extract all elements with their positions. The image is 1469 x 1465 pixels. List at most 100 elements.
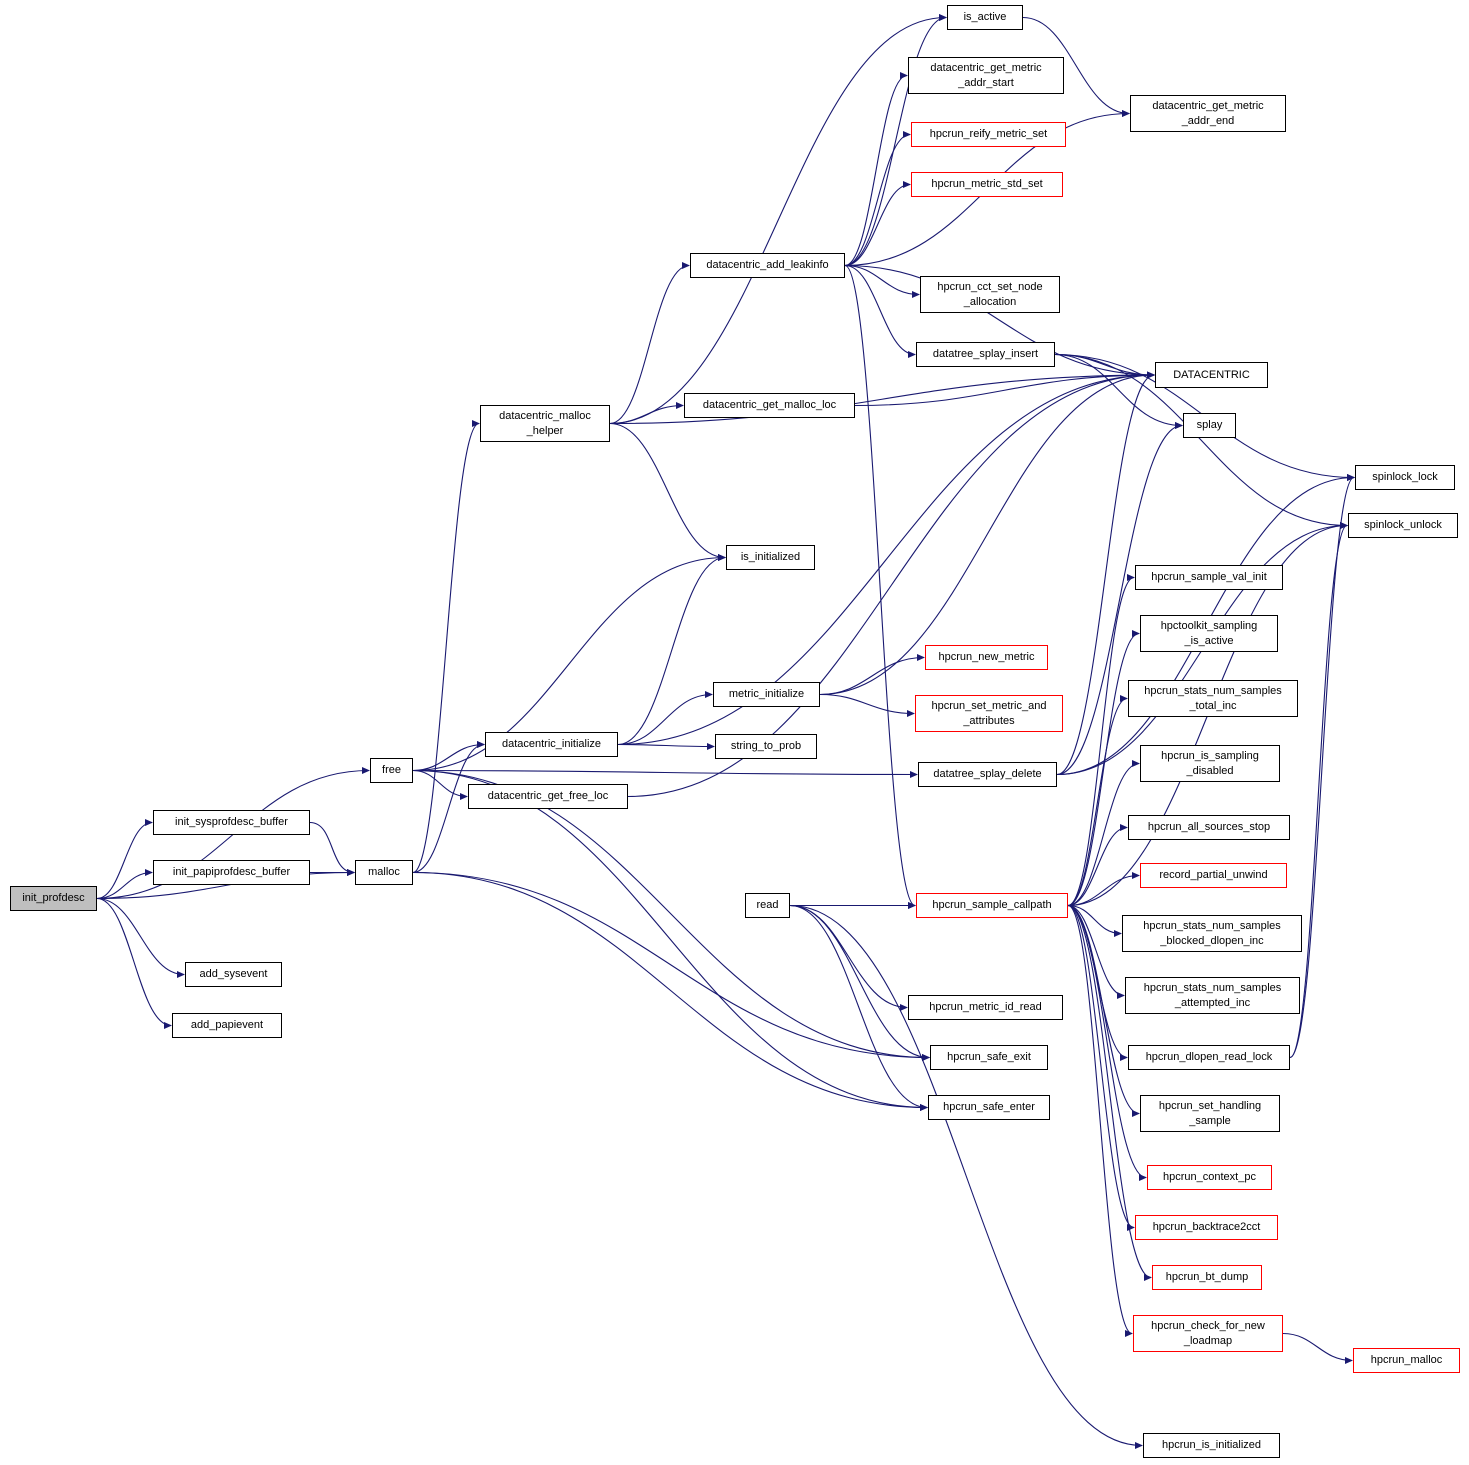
node-datacentric_get_metric_addr_start[interactable]: datacentric_get_metric _addr_start bbox=[908, 57, 1064, 94]
edge-read-hpcrun_is_initialized bbox=[789, 904, 1143, 1449]
node-datacentric_add_leakinfo[interactable]: datacentric_add_leakinfo bbox=[690, 253, 845, 278]
edge-datacentric_get_free_loc-DATACENTRIC bbox=[627, 371, 1155, 798]
edge-read-hpcrun_safe_exit bbox=[789, 904, 930, 1061]
edge-hpcrun_sample_callpath-hpcrun_check_for_new_loadmap bbox=[1067, 904, 1133, 1337]
edge-metric_initialize-DATACENTRIC bbox=[819, 371, 1155, 696]
edge-init_profdesc-add_sysevent bbox=[96, 897, 185, 978]
node-hpcrun_safe_exit[interactable]: hpcrun_safe_exit bbox=[930, 1045, 1048, 1070]
edge-malloc-datacentric_initialize bbox=[412, 741, 485, 874]
node-hpcrun_all_sources_stop[interactable]: hpcrun_all_sources_stop bbox=[1128, 815, 1290, 840]
node-hpcrun_set_handling_sample[interactable]: hpcrun_set_handling _sample bbox=[1140, 1095, 1280, 1132]
edge-datacentric_malloc_helper-is_active bbox=[609, 14, 947, 425]
node-add_papievent[interactable]: add_papievent bbox=[172, 1013, 282, 1038]
edge-init_sysprofdesc_buffer-malloc bbox=[309, 821, 355, 876]
node-init_profdesc[interactable]: init_profdesc bbox=[10, 886, 97, 911]
node-malloc[interactable]: malloc bbox=[355, 860, 413, 885]
edge-hpcrun_sample_callpath-hpcrun_backtrace2cct bbox=[1067, 904, 1135, 1231]
node-hpcrun_reify_metric_set[interactable]: hpcrun_reify_metric_set bbox=[911, 122, 1066, 147]
edge-datacentric_add_leakinfo-is_active bbox=[844, 14, 947, 267]
node-hpcrun_safe_enter[interactable]: hpcrun_safe_enter bbox=[928, 1095, 1050, 1120]
node-free[interactable]: free bbox=[370, 758, 413, 783]
edge-hpcrun_sample_callpath-hpcrun_sample_val_init bbox=[1067, 574, 1135, 907]
node-hpcrun_cct_set_node_allocation[interactable]: hpcrun_cct_set_node _allocation bbox=[920, 276, 1060, 313]
edges-group bbox=[96, 14, 1355, 1449]
edge-hpcrun_sample_callpath-hpcrun_is_sampling_disabled bbox=[1067, 760, 1140, 907]
edge-datacentric_add_leakinfo-datacentric_get_metric_addr_start bbox=[844, 72, 908, 267]
node-hpcrun_bt_dump[interactable]: hpcrun_bt_dump bbox=[1152, 1265, 1262, 1290]
edge-init_profdesc-add_papievent bbox=[96, 897, 172, 1029]
edge-datacentric_initialize-metric_initialize bbox=[617, 691, 713, 746]
node-hpcrun_stats_num_samples_attempted_inc[interactable]: hpcrun_stats_num_samples _attempted_inc bbox=[1125, 977, 1300, 1014]
node-hpctoolkit_sampling_is_active[interactable]: hpctoolkit_sampling _is_active bbox=[1140, 615, 1278, 652]
node-spinlock_lock[interactable]: spinlock_lock bbox=[1355, 465, 1455, 490]
node-splay[interactable]: splay bbox=[1183, 413, 1236, 438]
edge-datatree_splay_insert-spinlock_unlock bbox=[1054, 353, 1348, 529]
edge-datatree_splay_insert-DATACENTRIC bbox=[1054, 353, 1155, 379]
edge-free-datatree_splay_delete bbox=[412, 769, 918, 778]
edge-datacentric_add_leakinfo-datatree_splay_insert bbox=[844, 264, 916, 358]
edge-datacentric_malloc_helper-DATACENTRIC bbox=[609, 371, 1155, 425]
node-hpcrun_sample_val_init[interactable]: hpcrun_sample_val_init bbox=[1135, 565, 1283, 590]
edge-hpcrun_check_for_new_loadmap-hpcrun_malloc bbox=[1282, 1332, 1353, 1364]
edge-malloc-hpcrun_safe_exit bbox=[412, 871, 930, 1061]
node-datacentric_get_metric_addr_end[interactable]: datacentric_get_metric _addr_end bbox=[1130, 95, 1286, 132]
edge-init_profdesc-malloc bbox=[96, 869, 355, 900]
edge-hpcrun_dlopen_read_lock-spinlock_unlock bbox=[1289, 522, 1348, 1059]
edge-hpcrun_sample_callpath-hpcrun_all_sources_stop bbox=[1067, 824, 1128, 907]
node-hpcrun_malloc[interactable]: hpcrun_malloc bbox=[1353, 1348, 1460, 1373]
edge-datacentric_add_leakinfo-hpcrun_cct_set_node_allocation bbox=[844, 264, 920, 298]
edge-datacentric_malloc_helper-datacentric_add_leakinfo bbox=[609, 262, 690, 425]
node-hpcrun_stats_num_samples_blocked_dlopen_inc[interactable]: hpcrun_stats_num_samples _blocked_dlopen… bbox=[1122, 915, 1302, 952]
edge-datacentric_malloc_helper-is_initialized bbox=[609, 422, 726, 561]
edge-datacentric_add_leakinfo-hpcrun_sample_callpath bbox=[844, 264, 916, 909]
edge-metric_initialize-hpcrun_set_metric_and_attributes bbox=[819, 693, 915, 717]
node-init_sysprofdesc_buffer[interactable]: init_sysprofdesc_buffer bbox=[153, 810, 310, 835]
edge-hpcrun_sample_callpath-hpcrun_bt_dump bbox=[1067, 904, 1152, 1281]
node-hpcrun_is_sampling_disabled[interactable]: hpcrun_is_sampling _disabled bbox=[1140, 745, 1280, 782]
node-hpcrun_context_pc[interactable]: hpcrun_context_pc bbox=[1147, 1165, 1272, 1190]
edge-datacentric_add_leakinfo-hpcrun_metric_std_set bbox=[844, 181, 911, 267]
edge-is_active-datacentric_get_metric_addr_end bbox=[1022, 16, 1130, 117]
node-hpcrun_metric_id_read[interactable]: hpcrun_metric_id_read bbox=[908, 995, 1063, 1020]
edge-datacentric_initialize-string_to_prob bbox=[617, 742, 715, 750]
node-DATACENTRIC[interactable]: DATACENTRIC bbox=[1155, 362, 1268, 388]
node-spinlock_unlock[interactable]: spinlock_unlock bbox=[1348, 513, 1458, 538]
node-datatree_splay_delete[interactable]: datatree_splay_delete bbox=[918, 762, 1057, 787]
node-hpcrun_backtrace2cct[interactable]: hpcrun_backtrace2cct bbox=[1135, 1215, 1278, 1240]
node-is_initialized[interactable]: is_initialized bbox=[726, 545, 815, 570]
edge-read-hpcrun_safe_enter bbox=[789, 904, 928, 1111]
node-datacentric_get_malloc_loc[interactable]: datacentric_get_malloc_loc bbox=[684, 393, 855, 418]
node-datacentric_malloc_helper[interactable]: datacentric_malloc _helper bbox=[480, 405, 610, 442]
node-datatree_splay_insert[interactable]: datatree_splay_insert bbox=[916, 342, 1055, 367]
edge-malloc-hpcrun_safe_enter bbox=[412, 871, 928, 1111]
edge-hpcrun_sample_callpath-hpcrun_stats_num_samples_total_inc bbox=[1067, 695, 1128, 907]
edge-hpcrun_sample_callpath-hpcrun_context_pc bbox=[1067, 904, 1147, 1181]
node-hpcrun_check_for_new_loadmap[interactable]: hpcrun_check_for_new _loadmap bbox=[1133, 1315, 1283, 1352]
edge-hpcrun_sample_callpath-hpcrun_stats_num_samples_attempted_inc bbox=[1067, 904, 1125, 999]
node-is_active[interactable]: is_active bbox=[947, 5, 1023, 30]
node-hpcrun_is_initialized[interactable]: hpcrun_is_initialized bbox=[1143, 1433, 1280, 1458]
edge-datacentric_initialize-is_initialized bbox=[617, 554, 726, 746]
edge-datacentric_initialize-DATACENTRIC bbox=[617, 371, 1155, 746]
node-hpcrun_metric_std_set[interactable]: hpcrun_metric_std_set bbox=[911, 172, 1063, 197]
node-string_to_prob[interactable]: string_to_prob bbox=[715, 734, 817, 759]
edge-init_profdesc-init_sysprofdesc_buffer bbox=[96, 819, 153, 900]
node-datacentric_initialize[interactable]: datacentric_initialize bbox=[485, 732, 618, 757]
edge-free-hpcrun_safe_exit bbox=[412, 769, 930, 1061]
edge-hpcrun_sample_callpath-hpcrun_stats_num_samples_blocked_dlopen_inc bbox=[1067, 904, 1122, 937]
node-add_sysevent[interactable]: add_sysevent bbox=[185, 962, 282, 987]
node-hpcrun_dlopen_read_lock[interactable]: hpcrun_dlopen_read_lock bbox=[1128, 1045, 1290, 1070]
edge-datacentric_get_malloc_loc-DATACENTRIC bbox=[854, 371, 1155, 407]
node-datacentric_get_free_loc[interactable]: datacentric_get_free_loc bbox=[468, 784, 628, 809]
node-record_partial_unwind[interactable]: record_partial_unwind bbox=[1140, 863, 1287, 888]
node-hpcrun_new_metric[interactable]: hpcrun_new_metric bbox=[925, 645, 1048, 670]
edge-datacentric_add_leakinfo-hpcrun_reify_metric_set bbox=[844, 131, 911, 267]
node-init_papiprofdesc_buffer[interactable]: init_papiprofdesc_buffer bbox=[153, 860, 310, 885]
node-metric_initialize[interactable]: metric_initialize bbox=[713, 682, 820, 707]
node-hpcrun_set_metric_and_attributes[interactable]: hpcrun_set_metric_and _attributes bbox=[915, 695, 1063, 732]
node-read[interactable]: read bbox=[745, 893, 790, 918]
node-hpcrun_stats_num_samples_total_inc[interactable]: hpcrun_stats_num_samples _total_inc bbox=[1128, 680, 1298, 717]
node-hpcrun_sample_callpath[interactable]: hpcrun_sample_callpath bbox=[916, 893, 1068, 918]
edge-read-hpcrun_metric_id_read bbox=[789, 904, 908, 1011]
